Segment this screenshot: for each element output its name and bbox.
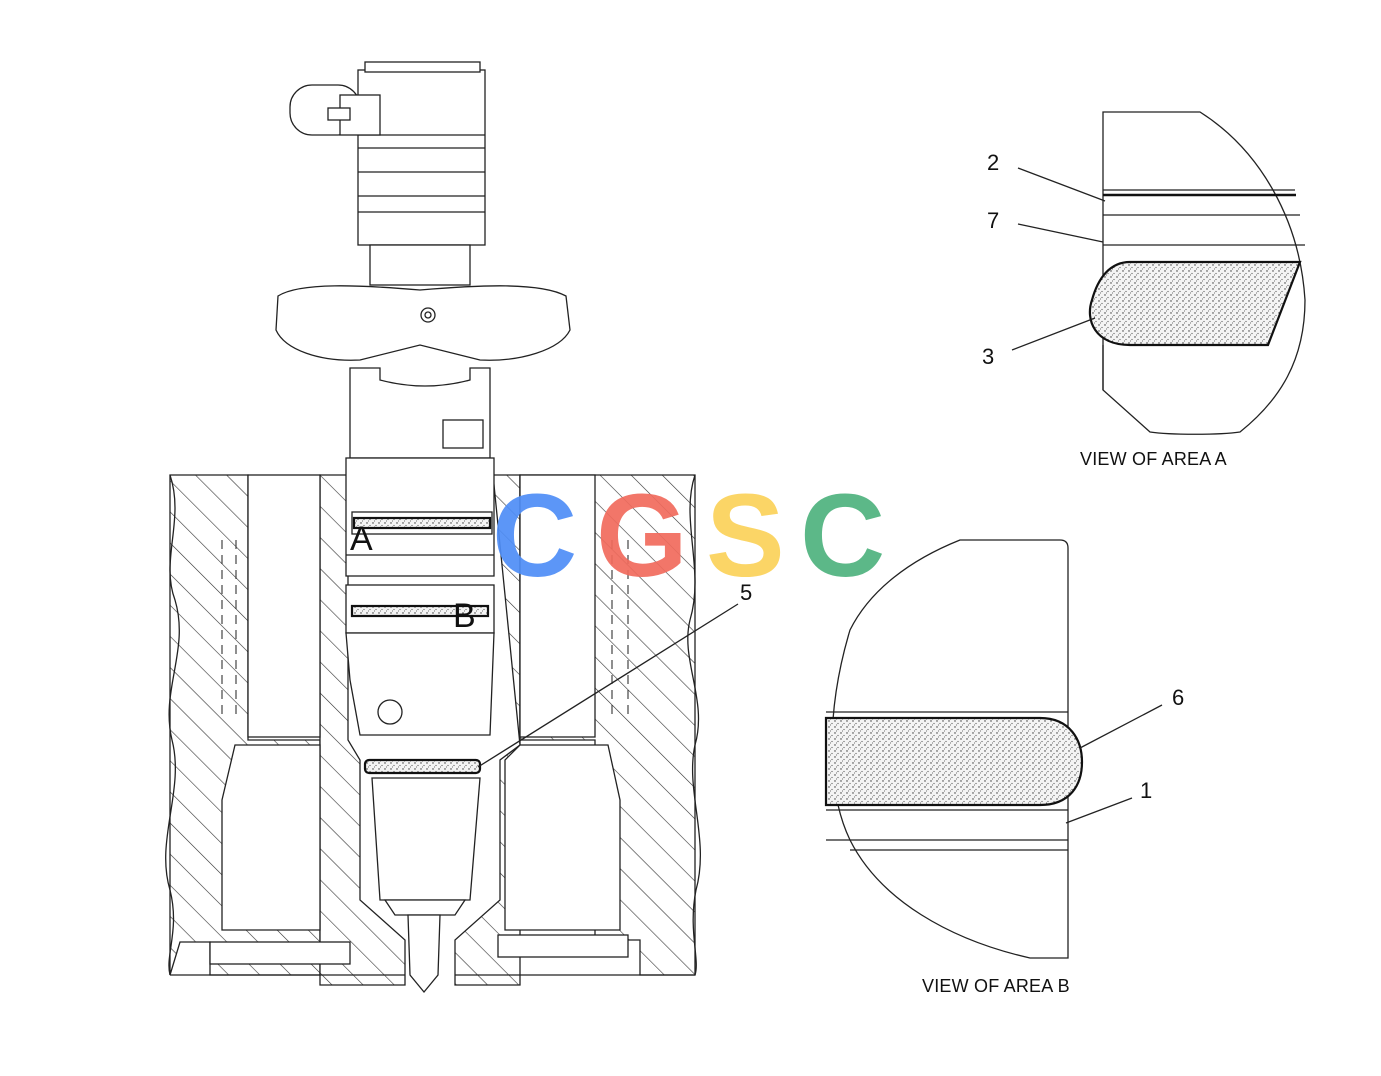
o-ring-item-6 [824, 716, 1084, 807]
connector-pin [327, 107, 351, 121]
leader-line-6 [1079, 704, 1163, 749]
watermark-logo: C G S C [492, 470, 885, 602]
passage-left-upper [247, 474, 321, 738]
seal-item-5 [363, 758, 482, 775]
detail-view-area-b: 6 1 VIEW OF AREA B [824, 539, 1184, 996]
watermark-letter: S [706, 470, 785, 602]
hold-down-clamp [275, 285, 571, 361]
break-line-left [165, 474, 180, 976]
watermark-letter: C [800, 470, 885, 602]
nozzle-body [371, 777, 481, 901]
clamp-bolt-hole [424, 311, 432, 319]
passage-left-lower [221, 744, 321, 931]
watermark-letter: G [596, 470, 688, 602]
callout-3: 3 [982, 344, 994, 369]
injector-lower-body [345, 632, 495, 736]
leader-line-2 [1017, 167, 1106, 202]
counterbore-right [497, 934, 629, 958]
area-label-b: B [453, 597, 476, 635]
leader-line-1 [1065, 797, 1133, 824]
area-label-a: A [350, 520, 373, 558]
solenoid-stem [369, 244, 471, 286]
clamp-bolt-hole [420, 307, 436, 323]
connector-body [339, 94, 381, 136]
detail-view-area-a: 2 7 3 VIEW OF AREA A [982, 111, 1306, 469]
callout-2: 2 [987, 150, 999, 175]
callout-7: 7 [987, 208, 999, 233]
caption-view-b: VIEW OF AREA B [922, 976, 1070, 996]
counterbore-left [209, 941, 351, 965]
lower-body-hole [377, 699, 403, 725]
passage-right-lower [504, 744, 621, 931]
body-label-plate [442, 419, 484, 449]
o-ring-area-a [352, 516, 492, 530]
leader-line-3 [1011, 317, 1096, 351]
leader-line-7 [1017, 223, 1104, 243]
o-ring-area-b [350, 604, 490, 618]
solenoid-cap [364, 61, 481, 73]
leader-line-5 [477, 603, 739, 768]
callout-6: 6 [1172, 685, 1184, 710]
solenoid-block [357, 69, 486, 246]
main-cross-section: A B 5 [165, 61, 752, 994]
caption-view-a: VIEW OF AREA A [1080, 449, 1227, 469]
break-line-right [687, 474, 702, 976]
passage-right-upper [519, 474, 596, 738]
nozzle-tip [407, 914, 441, 994]
callout-1: 1 [1140, 778, 1152, 803]
callout-5: 5 [740, 580, 752, 605]
o-ring-item-3 [1088, 260, 1302, 347]
nozzle-shoulder [383, 899, 467, 916]
watermark-letter: C [492, 470, 577, 602]
